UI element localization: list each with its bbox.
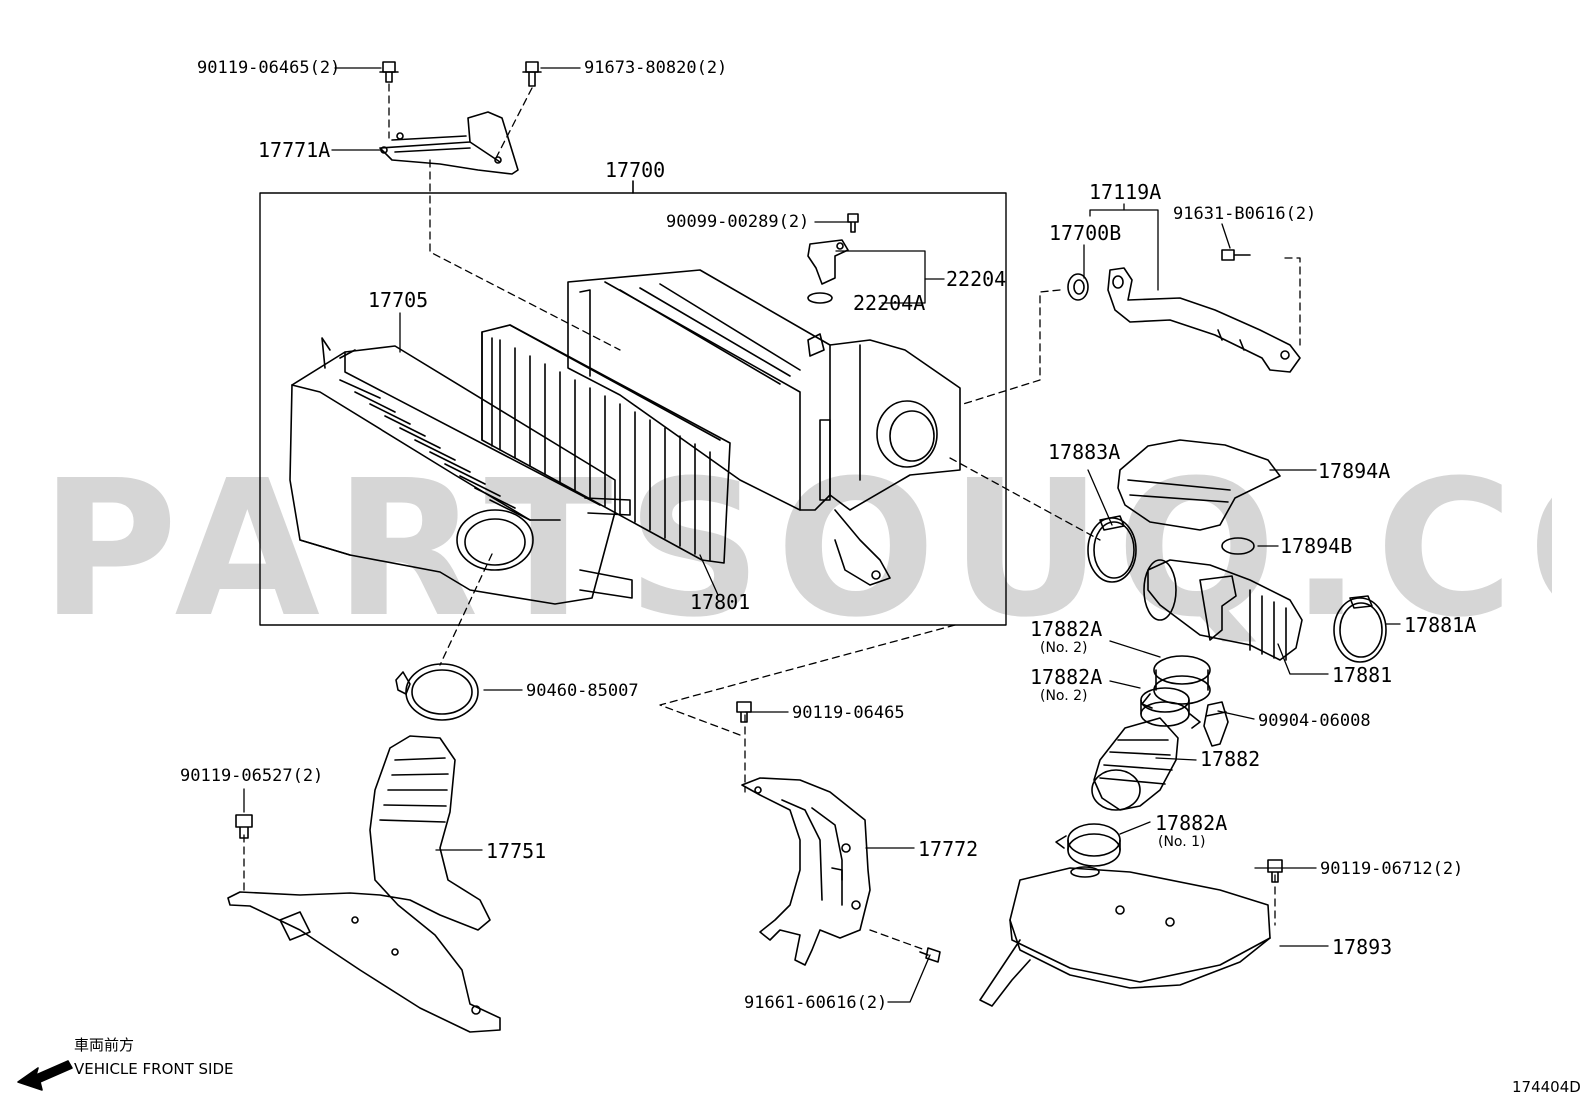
front-arrow — [17, 1060, 73, 1091]
air-cleaner-cap-17705-shape — [289, 337, 633, 605]
filter-element-17801-shape — [481, 324, 731, 564]
clamp-17881a — [1333, 595, 1387, 663]
label-17894b: 17894B — [1280, 534, 1353, 558]
diagram-id: 174404D — [1512, 1078, 1581, 1096]
label-90904-06008: 90904-06008 — [1258, 711, 1371, 731]
label-91661-60616-2: 91661-60616(2) — [744, 993, 888, 1013]
label-17801: 17801 — [690, 590, 751, 614]
clamp-17882a-no2-lower — [1140, 687, 1201, 729]
label-17882a-lower: 17882A — [1155, 811, 1228, 835]
label-17882a-upper-sub: (No. 2) — [1040, 640, 1088, 656]
leader-lines — [243, 67, 1401, 1003]
bracket-17119a-shape — [1107, 267, 1301, 373]
bolt-90119-06465-single — [736, 701, 752, 723]
label-17881a: 17881A — [1404, 613, 1477, 637]
label-17882a-lower-sub: (No. 1) — [1158, 834, 1206, 850]
label-17883a: 17883A — [1048, 440, 1121, 464]
label-17119a: 17119A — [1089, 180, 1162, 204]
cover-17894a — [1117, 439, 1281, 531]
label-17771a: 17771A — [258, 138, 331, 162]
label-17751: 17751 — [486, 839, 547, 863]
intake-hose-17881 — [1143, 559, 1303, 661]
label-17882a-mid: 17882A — [1030, 665, 1103, 689]
label-91631-b0616-2: 91631-B0616(2) — [1173, 204, 1317, 224]
label-90460-85007: 90460-85007 — [526, 681, 639, 701]
clamp-90460-85007 — [395, 663, 479, 721]
label-90099-00289-2: 90099-00289(2) — [666, 212, 810, 232]
air-cleaner-case-shape — [567, 269, 961, 586]
label-17882a-upper: 17882A — [1030, 617, 1103, 641]
mass-air-flow-sensor-22204 — [807, 239, 849, 304]
grommet-17700b — [1067, 273, 1089, 301]
bolt-91661-60616 — [919, 947, 941, 963]
bolt-91673-80820 — [522, 61, 542, 87]
valve-90904-06008 — [1203, 701, 1229, 747]
label-17772: 17772 — [918, 837, 979, 861]
label-90119-06527-2: 90119-06527(2) — [180, 766, 324, 786]
label-17881: 17881 — [1332, 663, 1393, 687]
label-17700b: 17700B — [1049, 221, 1122, 245]
bolt-90119-06712 — [1267, 859, 1283, 883]
label-17893: 17893 — [1332, 935, 1393, 959]
resonator-17893 — [979, 866, 1271, 1007]
clamp-17882a-no1 — [1055, 823, 1121, 867]
label-90119-06465-2: 90119-06465(2) — [197, 58, 341, 78]
bolt-91631-b0616 — [1221, 249, 1251, 261]
gasket-17894b — [1221, 537, 1255, 555]
label-90119-06465: 90119-06465 — [792, 703, 905, 723]
label-90119-06712-2: 90119-06712(2) — [1320, 859, 1464, 879]
label-17882: 17882 — [1200, 747, 1261, 771]
label-17894a: 17894A — [1318, 459, 1391, 483]
bracket-17771a-shape — [379, 111, 519, 175]
label-22204a: 22204A — [853, 291, 926, 315]
label-91673-80820-2: 91673-80820(2) — [584, 58, 728, 78]
intake-duct-17751 — [227, 735, 501, 1033]
bracket-17772-shape — [741, 777, 871, 966]
screw-90099-00289 — [847, 213, 859, 233]
label-17705: 17705 — [368, 288, 429, 312]
label-22204: 22204 — [946, 267, 1007, 291]
front-side-note-en: VEHICLE FRONT SIDE — [74, 1060, 234, 1078]
watermark: PARTSOUQ.COM — [40, 455, 1552, 645]
hose-17882 — [1091, 717, 1179, 811]
assembly-frame — [259, 192, 1007, 626]
front-side-note-jp: 車両前方 — [74, 1036, 135, 1054]
clamp-17883a — [1087, 515, 1137, 583]
bolt-90119-06527 — [235, 814, 253, 839]
clamp-17882a-no2-upper — [1153, 655, 1211, 705]
label-17700: 17700 — [605, 158, 666, 182]
label-17882a-mid-sub: (No. 2) — [1040, 688, 1088, 704]
bolt-90119-06465-top — [379, 61, 399, 83]
